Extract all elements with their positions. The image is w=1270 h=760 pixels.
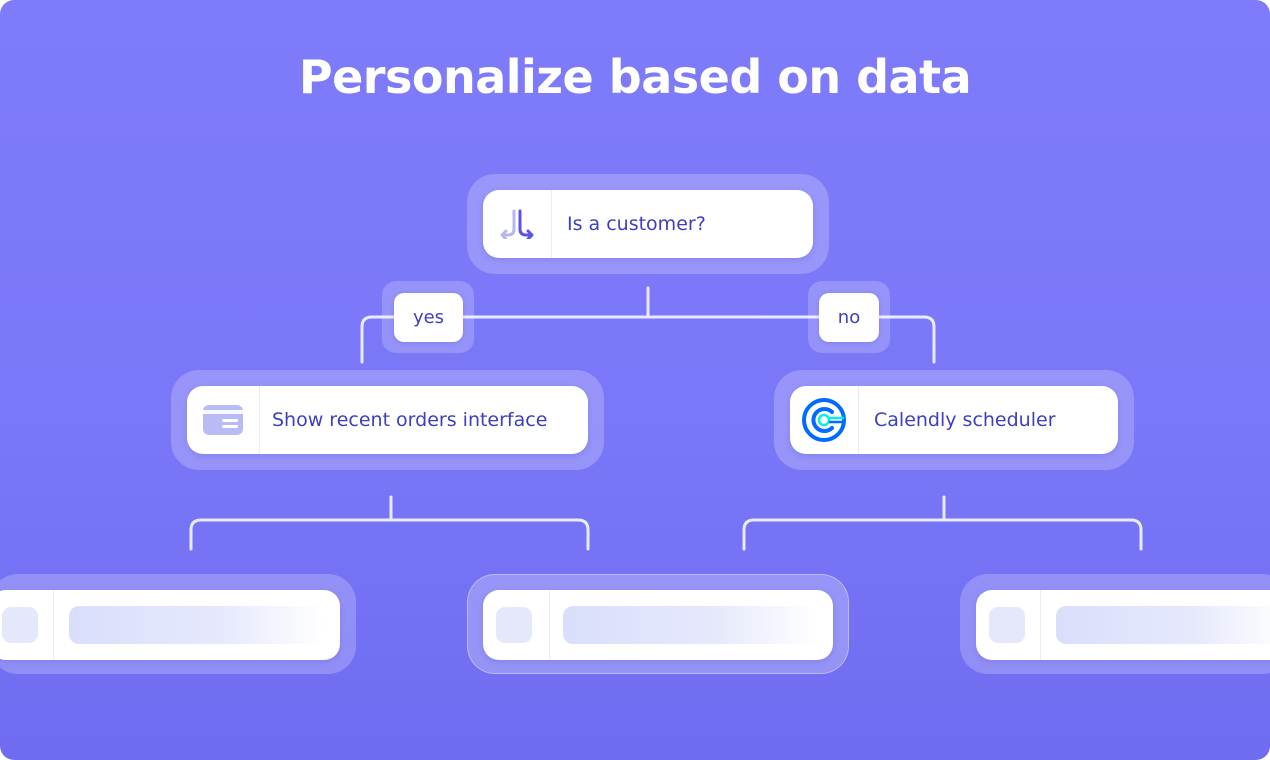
leaf-node-1[interactable] (0, 590, 340, 660)
root-decision-node[interactable]: Is a customer? (483, 190, 813, 258)
no-node-label: Calendly scheduler (874, 409, 1056, 431)
leaf-1-divider (53, 590, 54, 660)
leaf-3-text-placeholder (1056, 606, 1270, 644)
no-branch-label[interactable]: no (819, 293, 879, 342)
yes-connector (360, 315, 650, 364)
left-subtree-connector (189, 495, 590, 551)
page-title: Personalize based on data (298, 50, 972, 104)
no-connector (646, 315, 936, 364)
leaf-1-icon-placeholder (2, 607, 38, 643)
yes-node-label: Show recent orders interface (272, 409, 548, 431)
leaf-3-divider (1040, 590, 1041, 660)
root-icon-cell (483, 190, 552, 258)
leaf-node-3[interactable] (976, 590, 1270, 660)
leaf-2-text-placeholder (563, 606, 818, 644)
leaf-1-text-placeholder (69, 606, 324, 644)
leaf-2-icon-placeholder (496, 607, 532, 643)
card-icon (203, 405, 243, 435)
leaf-node-2[interactable] (483, 590, 833, 660)
calendly-logo-icon (802, 398, 846, 442)
split-arrows-icon (500, 209, 534, 239)
yes-action-node[interactable]: Show recent orders interface (187, 386, 588, 454)
leaf-3-icon-placeholder (989, 607, 1025, 643)
no-action-node[interactable]: Calendly scheduler (790, 386, 1118, 454)
root-node-label: Is a customer? (567, 213, 706, 235)
no-icon-cell (790, 386, 859, 454)
right-subtree-connector (742, 495, 1143, 551)
yes-branch-label[interactable]: yes (394, 293, 463, 342)
yes-icon-cell (187, 386, 260, 454)
leaf-2-divider (549, 590, 550, 660)
